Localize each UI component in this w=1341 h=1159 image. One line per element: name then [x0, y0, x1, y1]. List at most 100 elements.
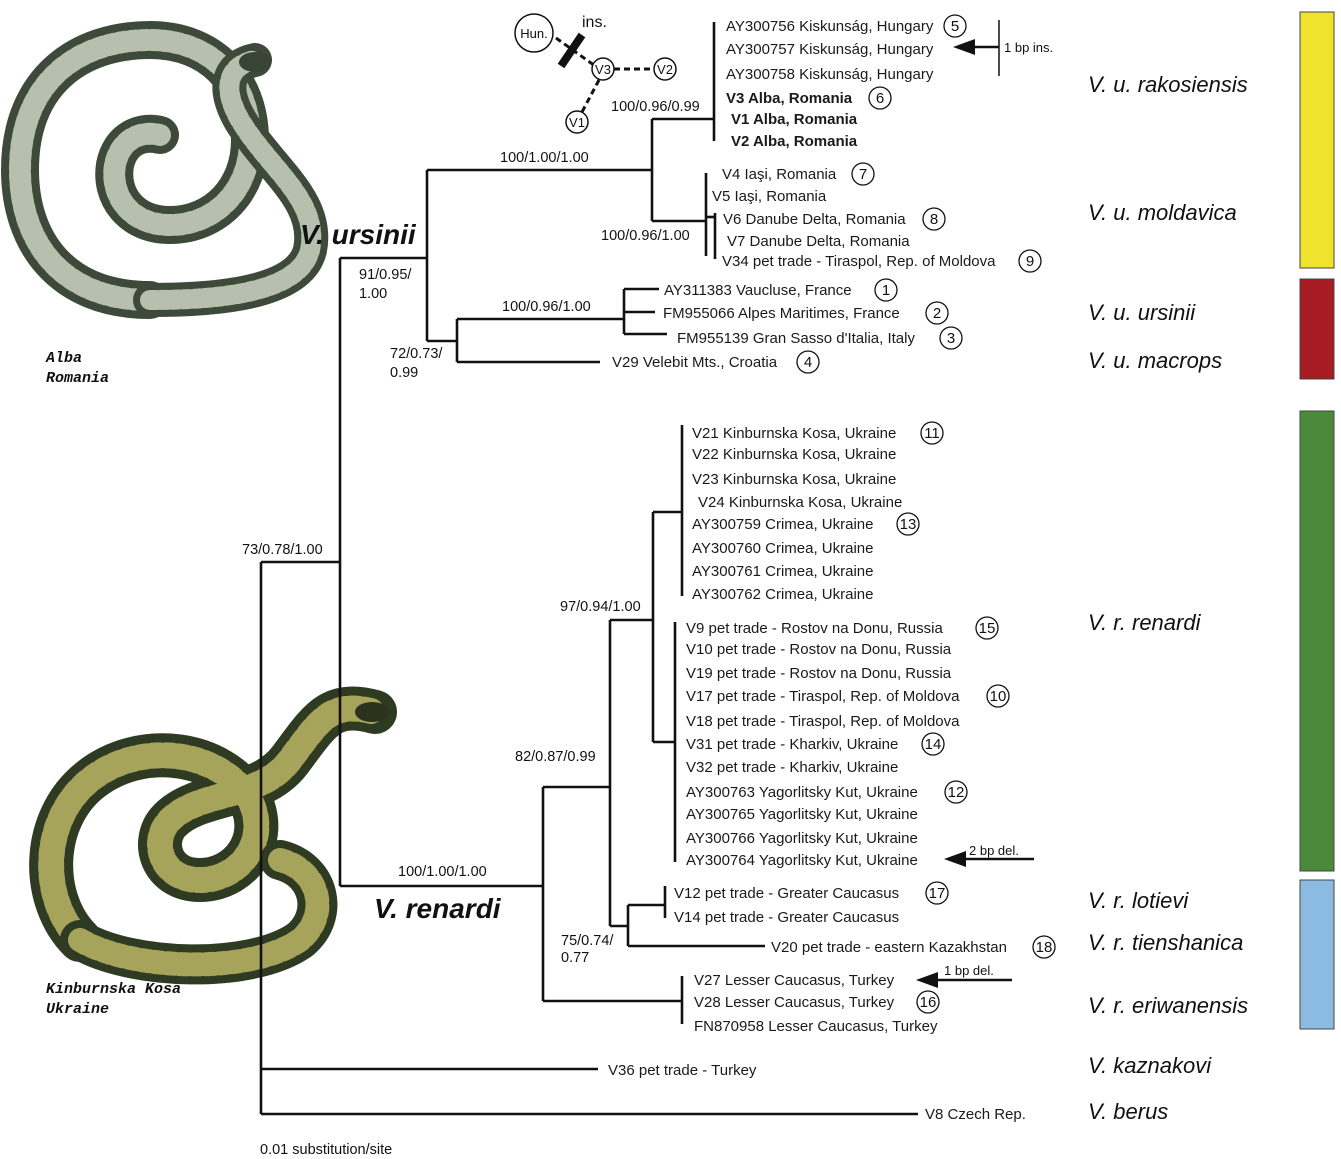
network-label-v2: V2: [657, 62, 673, 77]
tip-label: V22 Kinburnska Kosa, Ukraine: [692, 446, 896, 463]
tip-label: AY300764 Yagorlitsky Kut, Ukraine: [686, 852, 918, 869]
clade-label-ursinii: V. ursinii: [300, 219, 417, 250]
tip-label: V7 Danube Delta, Romania: [727, 233, 910, 250]
bar-blue: [1300, 880, 1334, 1029]
tip-label: V24 Kinburnska Kosa, Ukraine: [698, 494, 902, 511]
support-urs-mac-a: 72/0.73/: [390, 346, 443, 362]
network-label-hun: Hun.: [520, 26, 547, 41]
tip-label: V34 pet trade - Tiraspol, Rep. of Moldov…: [722, 253, 996, 270]
tip-label: V18 pet trade - Tiraspol, Rep. of Moldov…: [686, 713, 960, 730]
taxon-rakosiensis: V. u. rakosiensis: [1088, 72, 1248, 97]
photo-caption-kinburnska: Kinburnska Kosa: [46, 981, 181, 998]
tip-label: AY300765 Yagorlitsky Kut, Ukraine: [686, 806, 918, 823]
support-renardi-inner: 82/0.87/0.99: [515, 749, 596, 765]
tip-label: AY300760 Crimea, Ukraine: [692, 540, 873, 557]
taxon-renardi: V. r. renardi: [1088, 610, 1202, 635]
taxon-lotievi: V. r. lotievi: [1088, 888, 1189, 913]
tip-label: AY300758 Kiskunság, Hungary: [726, 66, 934, 83]
clade-label-renardi: V. renardi: [374, 893, 502, 924]
support-ursinii-ursinii: 100/0.96/1.00: [502, 299, 591, 315]
tip-label: V32 pet trade - Kharkiv, Ukraine: [686, 759, 898, 776]
tip-label: V21 Kinburnska Kosa, Ukraine: [692, 425, 896, 442]
photo-caption-alba: Alba: [45, 350, 82, 367]
tip-label: AY311383 Vaucluse, France: [664, 282, 852, 299]
locality-number: 16: [920, 994, 937, 1011]
tip-label: V1 Alba, Romania: [731, 111, 858, 128]
snake-photo-kinburnska: [51, 702, 389, 964]
taxon-eriwanensis: V. r. eriwanensis: [1088, 993, 1248, 1018]
tip-label: V4 Iaşi, Romania: [722, 166, 837, 183]
locality-number: 13: [900, 516, 917, 533]
taxon-ursinii: V. u. ursinii: [1088, 300, 1196, 325]
locality-number: 4: [804, 354, 812, 371]
support-lotievi-b: 0.77: [561, 950, 589, 966]
support-renardi-core: 97/0.94/1.00: [560, 599, 641, 615]
tip-label: V10 pet trade - Rostov na Donu, Russia: [686, 641, 952, 658]
tip-label: V31 pet trade - Kharkiv, Ukraine: [686, 736, 898, 753]
support-ursinii-a: 91/0.95/: [359, 267, 412, 283]
taxon-berus: V. berus: [1088, 1099, 1168, 1124]
tip-label: FM955066 Alpes Maritimes, France: [663, 305, 900, 322]
locality-number: 14: [925, 736, 942, 753]
locality-number: 15: [979, 620, 996, 637]
locality-number: 5: [951, 18, 959, 35]
tip-label: AY300757 Kiskunság, Hungary: [726, 41, 934, 58]
taxon-kaznakovi: V. kaznakovi: [1088, 1053, 1212, 1078]
tip-label: V14 pet trade - Greater Caucasus: [674, 909, 899, 926]
network-label-v3: V3: [595, 62, 611, 77]
locality-number: 7: [859, 166, 867, 183]
scale-label: 0.01 substitution/site: [260, 1142, 392, 1158]
tip-label: V12 pet trade - Greater Caucasus: [674, 885, 899, 902]
tip-label: V23 Kinburnska Kosa, Ukraine: [692, 471, 896, 488]
support-ursinii-b: 1.00: [359, 286, 387, 302]
indel-annotations: 1 bp ins. 2 bp del. 1 bp del.: [916, 20, 1053, 988]
support-rakosiensis: 100/0.96/0.99: [611, 99, 700, 115]
locality-number: 3: [947, 330, 955, 347]
tip-label: AY300766 Yagorlitsky Kut, Ukraine: [686, 830, 918, 847]
tip-label: V2 Alba, Romania: [731, 133, 858, 150]
tip-label: V5 Iaşi, Romania: [712, 188, 827, 205]
locality-number: 8: [930, 211, 938, 228]
tip-label: V9 pet trade - Rostov na Donu, Russia: [686, 620, 943, 637]
annotation-2bp-del: 2 bp del.: [969, 843, 1019, 858]
locality-number: 1: [882, 282, 890, 299]
taxon-macrops: V. u. macrops: [1088, 348, 1222, 373]
tip-label: V20 pet trade - eastern Kazakhstan: [771, 939, 1007, 956]
tip-label: AY300759 Crimea, Ukraine: [692, 516, 873, 533]
locality-number: 12: [948, 784, 965, 801]
annotation-1bp-ins: 1 bp ins.: [1004, 40, 1053, 55]
arrow-icon: [916, 972, 938, 988]
locality-number: 17: [929, 885, 946, 902]
support-urs-mac-b: 0.99: [390, 365, 418, 381]
bar-red: [1300, 279, 1334, 379]
bar-green: [1300, 411, 1334, 871]
locality-number: 11: [924, 425, 940, 442]
arrow-icon: [953, 39, 975, 55]
photo-caption-ukraine: Ukraine: [46, 1001, 109, 1018]
haplotype-network: Hun. ins. V3 V2 V1: [515, 14, 676, 133]
locality-number: 6: [876, 90, 884, 107]
taxon-moldavica: V. u. moldavica: [1088, 200, 1237, 225]
tip-label: V8 Czech Rep.: [925, 1106, 1026, 1123]
network-label-v1: V1: [569, 115, 585, 130]
tip-label: V36 pet trade - Turkey: [608, 1062, 757, 1079]
locality-number: 2: [933, 305, 941, 322]
support-lotievi-a: 75/0.74/: [561, 933, 614, 949]
bar-yellow: [1300, 12, 1334, 268]
taxon-tienshanica: V. r. tienshanica: [1088, 930, 1243, 955]
tip-label: AY300763 Yagorlitsky Kut, Ukraine: [686, 784, 918, 801]
tip-label: V29 Velebit Mts., Croatia: [612, 354, 778, 371]
annotation-1bp-del: 1 bp del.: [944, 963, 994, 978]
tip-label: FN870958 Lesser Caucasus, Turkey: [694, 1018, 938, 1035]
support-root: 73/0.78/1.00: [242, 542, 323, 558]
tip-label: V27 Lesser Caucasus, Turkey: [694, 972, 895, 989]
support-moldavica: 100/0.96/1.00: [601, 228, 690, 244]
support-renardi-main: 100/1.00/1.00: [398, 864, 487, 880]
locality-number: 18: [1036, 939, 1053, 956]
tip-label: V19 pet trade - Rostov na Donu, Russia: [686, 665, 952, 682]
insertion-bar: [561, 35, 582, 66]
photo-caption-romania: Romania: [46, 370, 109, 387]
arrow-icon: [944, 851, 966, 867]
